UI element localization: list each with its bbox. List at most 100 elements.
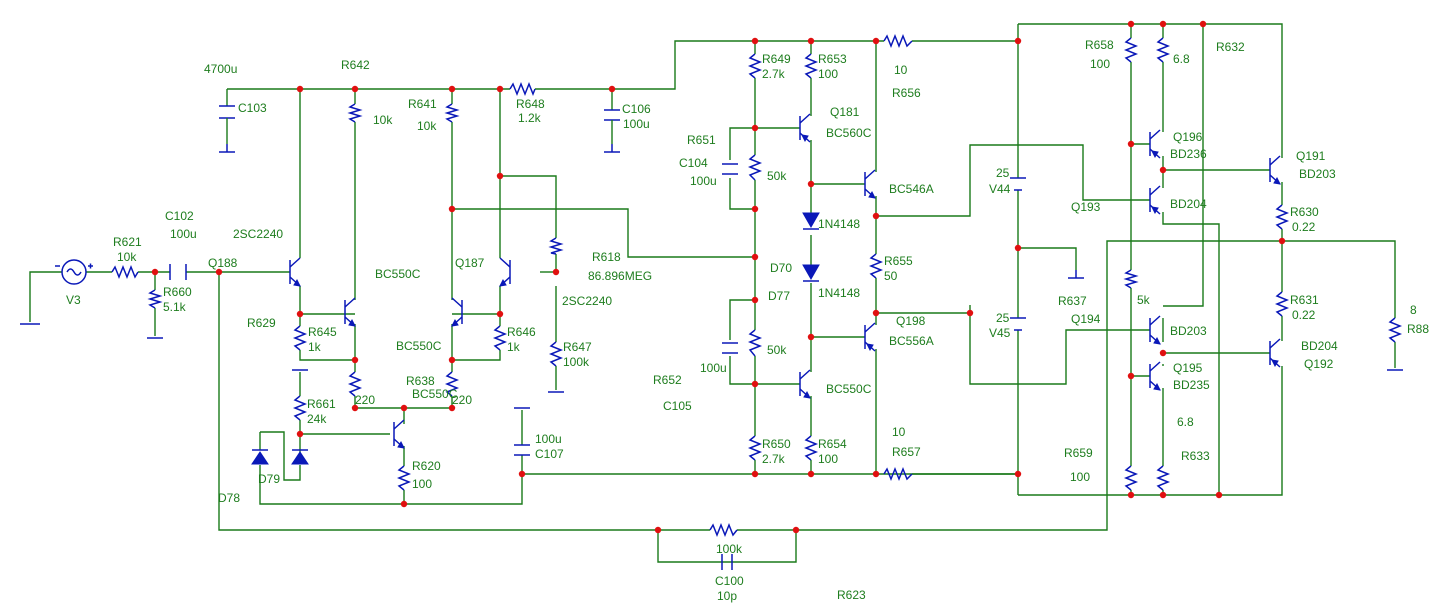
transistor-q194-icon	[1149, 315, 1161, 345]
r648-name: R648	[516, 97, 545, 111]
q193-model: BD204	[1170, 197, 1207, 211]
q195-name: Q195	[1173, 361, 1203, 375]
junction-dot	[215, 268, 223, 276]
resistor-r659-icon	[1123, 465, 1139, 491]
resistor-r651-icon	[747, 154, 763, 181]
junction-dot	[751, 37, 759, 45]
transistor-q195-icon	[1149, 361, 1161, 391]
c107-value: 100u	[535, 432, 562, 446]
junction-dot	[1159, 20, 1167, 28]
capacitor-c106-icon	[604, 109, 620, 144]
r621-value: 10k	[117, 250, 137, 264]
c105-name: C105	[663, 399, 692, 413]
junction-dot	[751, 380, 759, 388]
diode-d78-icon	[251, 449, 269, 465]
r659-value: 100	[1070, 470, 1090, 484]
transistor-q181-icon	[799, 113, 811, 143]
r642-value: 10k	[373, 113, 393, 127]
transistor-bc550c-b-icon	[451, 297, 463, 327]
r655-value: 50	[884, 269, 898, 283]
junction-dot	[496, 310, 504, 318]
junction-dot	[807, 333, 815, 341]
resistor-r623-icon	[709, 522, 738, 538]
resistor-r633-icon	[1155, 465, 1171, 491]
junction-dot	[792, 526, 800, 534]
transistor-bc550c-c-icon	[393, 419, 405, 449]
d78-name: D78	[218, 491, 240, 505]
d79-name: D79	[258, 472, 280, 486]
transistor-q193-icon	[1149, 185, 1161, 215]
junction-dot	[351, 356, 359, 364]
r633-name: R633	[1181, 449, 1210, 463]
resistor-r632-icon	[1155, 37, 1171, 63]
junction-dot	[751, 205, 759, 213]
junction-dot	[751, 296, 759, 304]
r661-value: 24k	[307, 412, 327, 426]
v44-value: 25	[996, 166, 1010, 180]
q181-name: Q181	[830, 105, 860, 119]
r657-value: 10	[892, 425, 906, 439]
r654-name: R654	[818, 437, 847, 451]
transistors	[289, 113, 1281, 449]
resistor-r660-icon	[147, 289, 163, 309]
c106-name: C106	[622, 102, 651, 116]
bc550c-a-model: BC550C	[375, 267, 421, 281]
r658-value: 100	[1090, 57, 1110, 71]
resistor-r631-icon	[1274, 291, 1290, 317]
q193-name: Q193	[1071, 200, 1101, 214]
r656-value: 10	[894, 63, 908, 77]
r656-name: R656	[892, 86, 921, 100]
c104-name: C104	[679, 156, 708, 170]
v3-label: V3	[66, 293, 81, 307]
junction-dot	[807, 470, 815, 478]
junction-dot	[1014, 37, 1022, 45]
resistor-r650-icon	[747, 435, 763, 461]
labels: V3 R621 10k R660 5.1k C102 100u Q188 2SC…	[66, 38, 1429, 603]
r620-value: 100	[412, 477, 432, 491]
junction-dot	[751, 470, 759, 478]
r653-name: R653	[818, 52, 847, 66]
resistor-r629-icon	[347, 371, 363, 397]
resistor-r653-icon	[803, 53, 819, 79]
resistor-r652-icon	[747, 329, 763, 357]
junction-dot	[872, 470, 880, 478]
junction-dot	[296, 85, 304, 93]
junction-dot	[1278, 237, 1286, 245]
junction-dot	[1159, 166, 1167, 174]
r646-value: 1k	[507, 340, 521, 354]
r632-value: 6.8	[1173, 52, 1190, 66]
dc-supply-v44-icon	[1010, 177, 1026, 191]
junction-dot	[1159, 491, 1167, 499]
resistor-r658-icon	[1123, 37, 1139, 63]
r659-name: R659	[1064, 446, 1093, 460]
diode-d70-icon	[802, 212, 820, 230]
resistor-r647-icon	[548, 341, 564, 367]
junction-dot	[400, 404, 408, 412]
r654-value: 100	[818, 452, 838, 466]
junction-dot	[351, 404, 359, 412]
r645-value: 1k	[308, 340, 322, 354]
resistor-r661-icon	[292, 395, 308, 421]
junction-dot	[1014, 470, 1022, 478]
r650-value: 2.7k	[762, 452, 786, 466]
diode-d77-icon	[802, 264, 820, 282]
r637-name: R637	[1058, 294, 1087, 308]
r652-value: 50k	[767, 343, 787, 357]
d77-model: 1N4148	[818, 286, 860, 300]
v45-value: 25	[996, 311, 1010, 325]
d70-name: D70	[770, 261, 792, 275]
c106-value: 100u	[623, 117, 650, 131]
r88-name: R88	[1407, 322, 1429, 336]
q188-name: Q188	[208, 256, 238, 270]
r645-name: R645	[308, 325, 337, 339]
c103-name: C103	[238, 101, 267, 115]
resistor-r654-icon	[803, 435, 819, 461]
junction-dot	[400, 500, 408, 508]
r647-value: 100k	[563, 355, 590, 369]
voltage-source-v3-icon	[55, 259, 93, 285]
junction-dot	[751, 124, 759, 132]
r650-name: R650	[762, 437, 791, 451]
bc550c-d-model: BC550C	[826, 382, 872, 396]
q194-name: Q194	[1071, 312, 1101, 326]
